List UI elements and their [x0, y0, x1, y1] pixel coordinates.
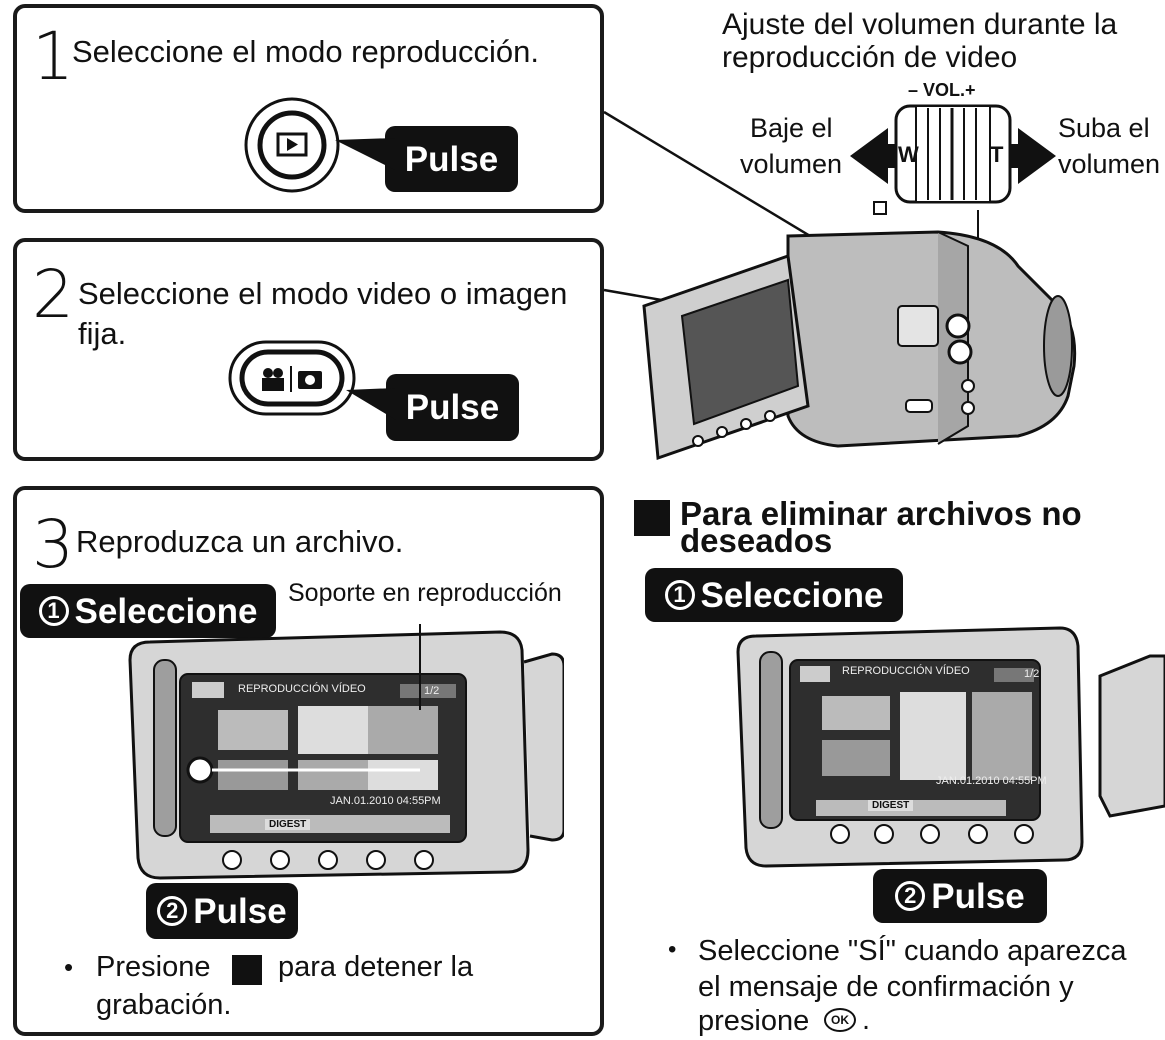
period: . — [862, 1004, 871, 1036]
lcd-timestamp-right: JAN.01.2010 04:55PM — [936, 775, 1047, 787]
callout-pointer — [335, 138, 395, 170]
volume-up-label-line2: volumen — [1058, 149, 1161, 179]
stop-square-icon — [232, 955, 262, 985]
step-3-press-badge: 2 Pulse — [146, 883, 298, 939]
step-3-bullet-part2: para detener la — [278, 951, 474, 983]
delete-select-badge: 1 Seleccione — [645, 568, 903, 622]
step-3-select-label: Seleccione — [74, 591, 258, 631]
lcd-page: 1/2 — [424, 685, 440, 697]
volume-down-label-line2: volumen — [740, 149, 843, 179]
delete-bullet-line1: Seleccione "SÍ" cuando aparezca — [698, 935, 1127, 967]
step-3-bullet-part1: Presione — [96, 951, 211, 983]
delete-select-number: 1 — [664, 580, 695, 610]
volume-title-line1: Ajuste del volumen durante la — [722, 8, 1118, 41]
step-3-bullet-line2: grabación. — [96, 989, 232, 1021]
step-3-text: Reproduzca un archivo. — [76, 524, 404, 559]
step-3-number: 3 — [32, 506, 74, 583]
delete-title-line1: Para eliminar archivos no — [680, 495, 1082, 532]
lcd-digest-right: DIGEST — [868, 800, 914, 811]
delete-press-number: 2 — [895, 881, 926, 911]
step-2-text-line2: fija. — [78, 316, 127, 351]
step-3-select-badge: 1 Seleccione — [20, 584, 276, 638]
bullet-dot: • — [64, 952, 74, 982]
step-1-number: 1 — [32, 18, 74, 95]
volume-title-line2: reproducción de video — [722, 41, 1018, 74]
bullet-dot: • — [668, 936, 677, 963]
step-3-press-label: Pulse — [193, 891, 287, 931]
lcd-title: REPRODUCCIÓN VÍDEO — [238, 683, 366, 695]
lcd-digest: DIGEST — [265, 819, 311, 830]
step-2-text-line1: Seleccione el modo video o imagen — [78, 276, 568, 311]
lcd-title-right: REPRODUCCIÓN VÍDEO — [842, 665, 970, 677]
volume-zoom-lever-icon — [850, 104, 1056, 204]
step-1-text: Seleccione el modo reproducción. — [72, 34, 539, 69]
step-2-number: 2 — [32, 256, 74, 333]
lcd-timestamp: JAN.01.2010 04:55PM — [330, 795, 441, 807]
step-1-press-badge: Pulse — [385, 126, 518, 192]
ok-icon: OK — [824, 1008, 856, 1032]
lcd-panel-left — [128, 624, 564, 880]
volume-up-label-line1: Suba el — [1058, 113, 1150, 143]
delete-bullet-line3: presione — [698, 1005, 810, 1037]
delete-press-label: Pulse — [931, 876, 1025, 916]
delete-press-badge: 2 Pulse — [873, 869, 1047, 923]
lcd-page-right: 1/2 — [1024, 668, 1040, 680]
step-3-press-number: 2 — [157, 896, 188, 926]
camcorder-illustration — [642, 201, 1077, 461]
vol-label: – VOL.+ — [908, 80, 976, 100]
delete-title-line2: deseados — [680, 522, 833, 559]
volume-down-label-line1: Baje el — [750, 113, 833, 143]
delete-select-label: Seleccione — [700, 575, 884, 615]
step-2-press-badge: Pulse — [386, 374, 519, 441]
lcd-panel-right — [736, 626, 1165, 868]
t-label: T — [990, 142, 1004, 167]
section-square-icon — [634, 500, 670, 536]
w-label: W — [898, 142, 919, 167]
video-photo-mode-button-icon — [228, 340, 356, 416]
step-3-select-number: 1 — [38, 596, 69, 626]
support-label: Soporte en reproducción — [288, 579, 562, 607]
callout-pointer — [346, 388, 396, 420]
delete-bullet-line2: el mensaje de confirmación y — [698, 971, 1074, 1003]
playback-button-icon — [244, 97, 340, 193]
